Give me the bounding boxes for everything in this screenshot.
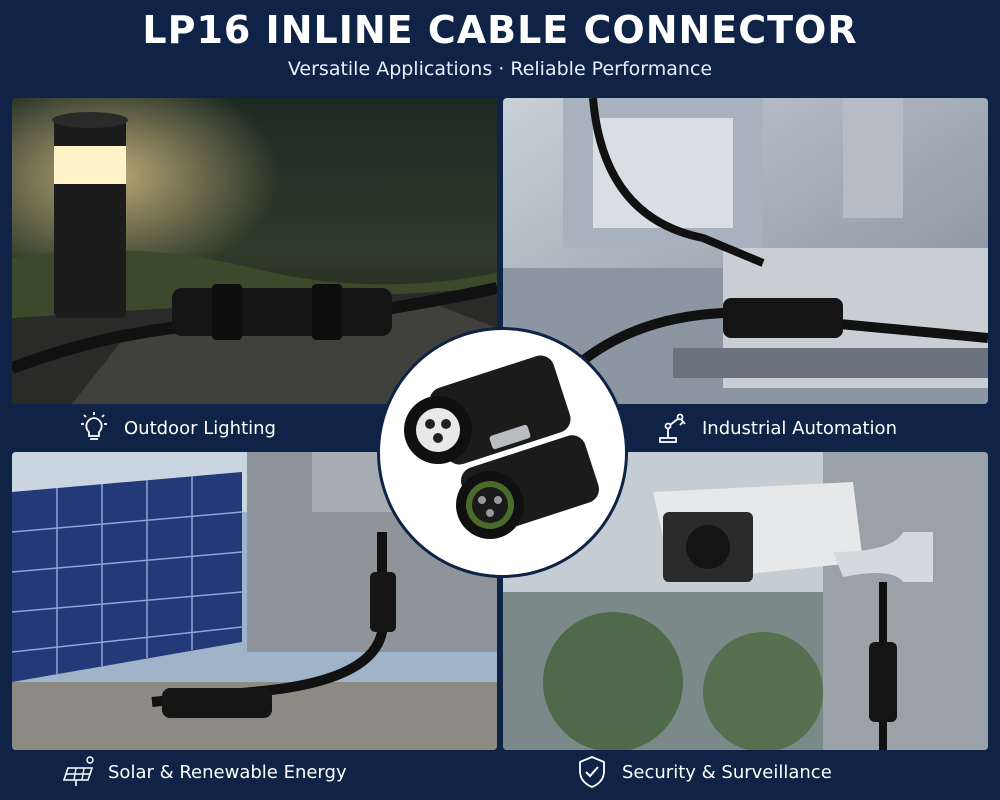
page-title: LP16 INLINE CABLE CONNECTOR	[142, 8, 858, 52]
connector-front-socket	[404, 355, 571, 465]
caption-outdoor-lighting: Outdoor Lighting	[76, 406, 276, 450]
outdoor-lighting-image	[12, 98, 497, 404]
robot-arm-icon	[659, 413, 686, 443]
inline-connector	[162, 688, 272, 718]
security-camera	[653, 482, 933, 582]
solar-panel-icon	[62, 756, 94, 786]
security-surveillance-image	[503, 452, 988, 750]
inline-connector	[172, 288, 392, 336]
connector-rear-plug	[456, 424, 599, 539]
caption-label: Outdoor Lighting	[124, 417, 276, 439]
caption-label: Solar & Renewable Energy	[108, 761, 347, 783]
industrial-automation-image	[503, 98, 988, 404]
header: LP16 INLINE CABLE CONNECTOR Versatile Ap…	[0, 0, 1000, 96]
lightbulb-icon	[81, 412, 107, 440]
caption-solar-energy: Solar & Renewable Energy	[60, 750, 347, 794]
shield-check-icon	[579, 756, 605, 788]
inline-connector	[869, 642, 897, 722]
caption-label: Security & Surveillance	[622, 761, 832, 783]
page-subtitle: Versatile Applications · Reliable Perfor…	[287, 58, 713, 80]
caption-industrial-automation: Industrial Automation	[654, 406, 897, 450]
caption-label: Industrial Automation	[702, 417, 897, 439]
caption-security-surveillance: Security & Surveillance	[574, 750, 832, 794]
product-image-badge	[380, 330, 625, 575]
inline-connector	[723, 298, 843, 338]
solar-panel-array	[12, 472, 243, 682]
